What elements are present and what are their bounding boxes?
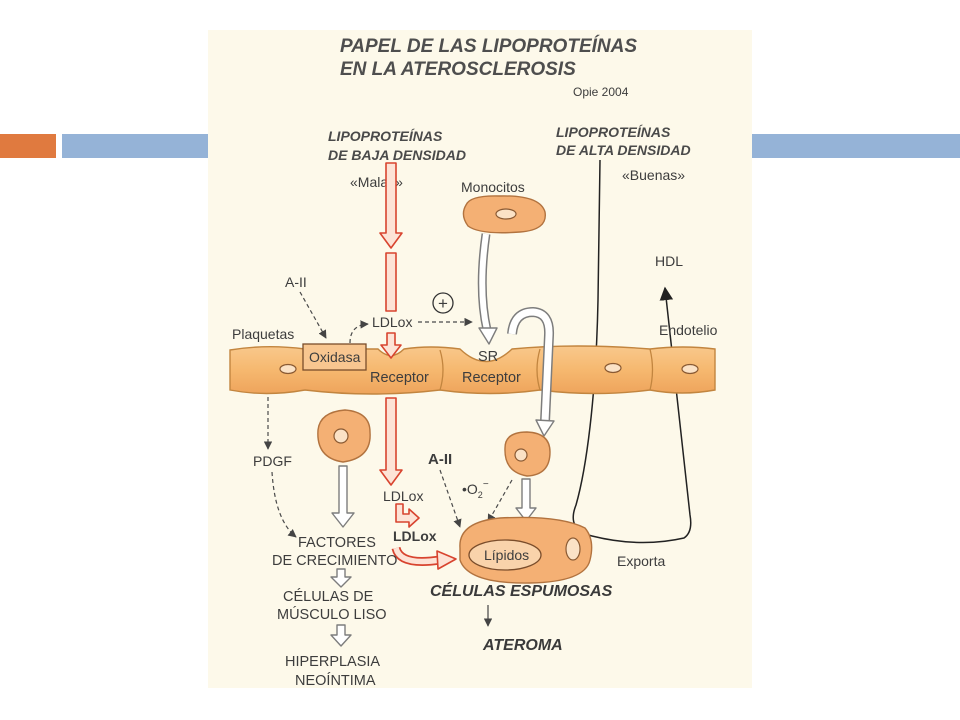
lipids-droplet xyxy=(468,539,542,571)
oxidase-box xyxy=(302,343,367,371)
ldlox-upper-label: LDLox xyxy=(372,314,412,330)
smooth-muscle-cell-nucleus xyxy=(333,428,349,444)
smooth-muscle-line1: CÉLULAS DE xyxy=(283,588,374,605)
a2-upper-label: A-II xyxy=(285,274,307,290)
sr-to-cell-arrow xyxy=(507,306,555,437)
growth-factors-to-smooth-muscle-arrow xyxy=(330,568,352,588)
plus-sign: + xyxy=(438,294,448,313)
endothelium-cell-border-1 xyxy=(439,349,444,391)
endothelium-nucleus-3 xyxy=(681,363,699,375)
a2-to-oxidase-arrow xyxy=(299,291,327,339)
superoxide-to-foam-cell-arrow xyxy=(487,479,513,523)
diagram-title-line1: PAPEL DE LAS LIPOPROTEÍNAS xyxy=(340,35,637,57)
hdl-heading-line1: LIPOPROTEÍNAS xyxy=(556,124,671,140)
smooth-muscle-line2: MÚSCULO LISO xyxy=(277,606,387,623)
hdl-label: HDL xyxy=(655,253,683,269)
ldl-arrow-1 xyxy=(379,162,403,249)
macrophage-to-foam-cell-arrow xyxy=(515,478,537,522)
ldlox-lower-label: LDLox xyxy=(383,488,423,504)
accent-bar-orange xyxy=(0,134,56,158)
endothelium-cell-border-2 xyxy=(536,348,541,391)
pdgf-to-growth-factors-arrow xyxy=(271,471,297,538)
oxidase-label: Oxidasa xyxy=(309,349,361,365)
endothelium-nucleus-2 xyxy=(604,362,622,374)
lipids-label: Lípidos xyxy=(484,547,529,563)
hyperplasia-line1: HIPERPLASIA xyxy=(285,654,380,670)
export-label: Exporta xyxy=(617,553,665,569)
foam-cells-label: CÉLULAS ESPUMOSAS xyxy=(430,581,613,600)
foam-cell-nucleus xyxy=(565,537,581,561)
monocyte-to-sr-arrow xyxy=(477,233,498,345)
hdl-tag: «Buenas» xyxy=(622,167,685,183)
atheroma-label: ATEROMA xyxy=(482,637,563,654)
diagram-title-line2: EN LA ATEROSCLEROSIS xyxy=(340,59,576,80)
receptor-label: Receptor xyxy=(370,370,429,386)
ldl-arrow-4 xyxy=(379,397,403,486)
superoxide-prefix: •O xyxy=(462,481,478,497)
a2-lower-label: A-II xyxy=(428,451,452,468)
cell-to-growth-factors-arrow xyxy=(331,465,355,528)
hdl-heading-line2: DE ALTA DENSIDAD xyxy=(556,142,691,158)
ldlox-to-foam-cell-arrow xyxy=(391,546,457,570)
ldl-arrow-2 xyxy=(385,252,397,312)
endothelium-label: Endotelio xyxy=(659,322,718,338)
monocytes-label: Monocitos xyxy=(461,179,525,195)
endothelium-cell-border-3 xyxy=(649,348,654,391)
superoxide-label: •O2− xyxy=(462,479,489,500)
sr-receptor-label: Receptor xyxy=(462,370,521,386)
platelets-label: Plaquetas xyxy=(232,326,294,342)
growth-factors-line1: FACTORES xyxy=(298,535,376,551)
ldl-heading-line2: DE BAJA DENSIDAD xyxy=(328,147,466,163)
hyperplasia-line2: NEOÍNTIMA xyxy=(295,672,376,689)
sr-label: SR xyxy=(478,349,498,365)
pdgf-label: PDGF xyxy=(253,453,292,469)
endothelium-nucleus-1 xyxy=(279,363,297,375)
ldl-arrow-3 xyxy=(380,332,402,359)
atherosclerosis-diagram: PAPEL DE LAS LIPOPROTEÍNAS EN LA ATEROSC… xyxy=(208,30,752,689)
smooth-muscle-to-hyperplasia-arrow xyxy=(330,624,352,647)
diagram-credit: Opie 2004 xyxy=(573,85,629,99)
growth-factors-line2: DE CRECIMIENTO xyxy=(272,553,397,569)
oxidase-to-ldlox-arrow xyxy=(349,320,369,344)
superoxide-superscript: − xyxy=(483,479,489,490)
ldlox-bold-label: LDLox xyxy=(393,528,437,544)
a2-to-foam-cell-arrow xyxy=(439,469,462,528)
macrophage-nucleus xyxy=(514,448,528,462)
monocyte-nucleus xyxy=(495,208,517,220)
ldl-arrow-5 xyxy=(395,503,420,528)
plus-circle-icon xyxy=(432,292,454,314)
ldl-heading-line1: LIPOPROTEÍNAS xyxy=(328,128,443,144)
superoxide-subscript: 2 xyxy=(478,490,483,500)
